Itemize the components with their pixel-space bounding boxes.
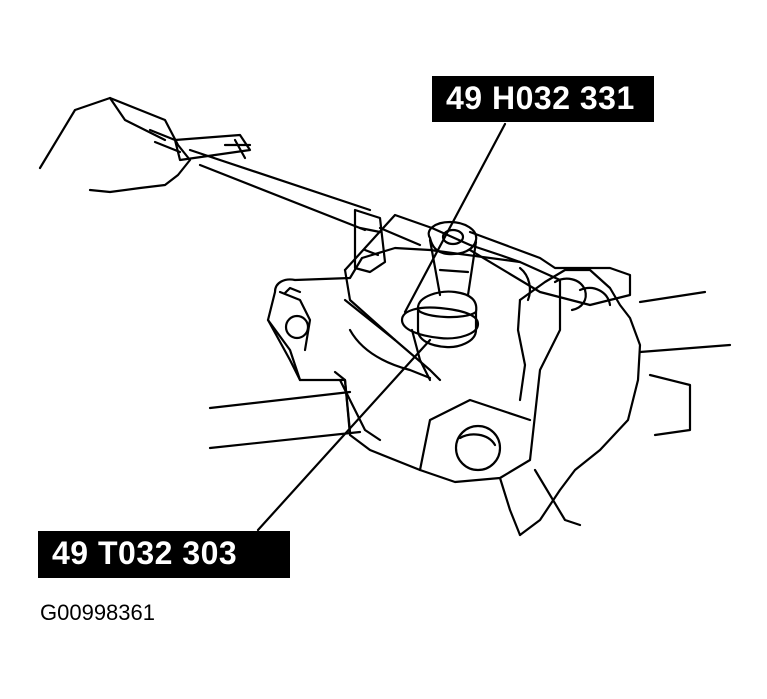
part-number-label-top: 49 H032 331 [432, 76, 654, 122]
steering-gear-housing [266, 246, 562, 484]
socket-wrench [427, 220, 632, 307]
locknut [400, 290, 480, 382]
left-hand [38, 96, 192, 194]
leader-lines [256, 122, 507, 532]
part-number-label-bottom: 49 T032 303 [38, 531, 290, 578]
torque-wrench [173, 133, 387, 274]
upper-bracket [343, 213, 522, 342]
right-hand [498, 268, 642, 537]
figure-id: G00998361 [40, 600, 155, 625]
